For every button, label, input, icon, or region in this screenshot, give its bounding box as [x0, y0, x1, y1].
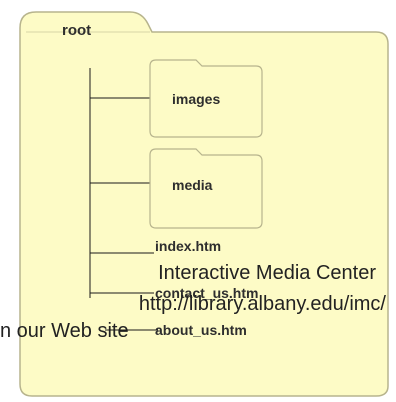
tree-lines — [89, 68, 154, 298]
overlay-url: http://library.albany.edu/imc/ — [139, 293, 387, 315]
file-label-contact: contact_us.htm — [155, 285, 258, 301]
file-label-index: index.htm — [155, 238, 221, 254]
overlay-title: Interactive Media Center — [158, 262, 376, 284]
overlay-web-site: n our Web site — [0, 320, 129, 342]
images-folder-icon — [149, 59, 263, 138]
folder-label-images: images — [172, 91, 220, 107]
root-label: root — [62, 22, 91, 39]
media-folder-icon — [149, 148, 263, 229]
folder-label-media: media — [172, 177, 213, 193]
file-label-about: about_us.htm — [155, 322, 247, 338]
